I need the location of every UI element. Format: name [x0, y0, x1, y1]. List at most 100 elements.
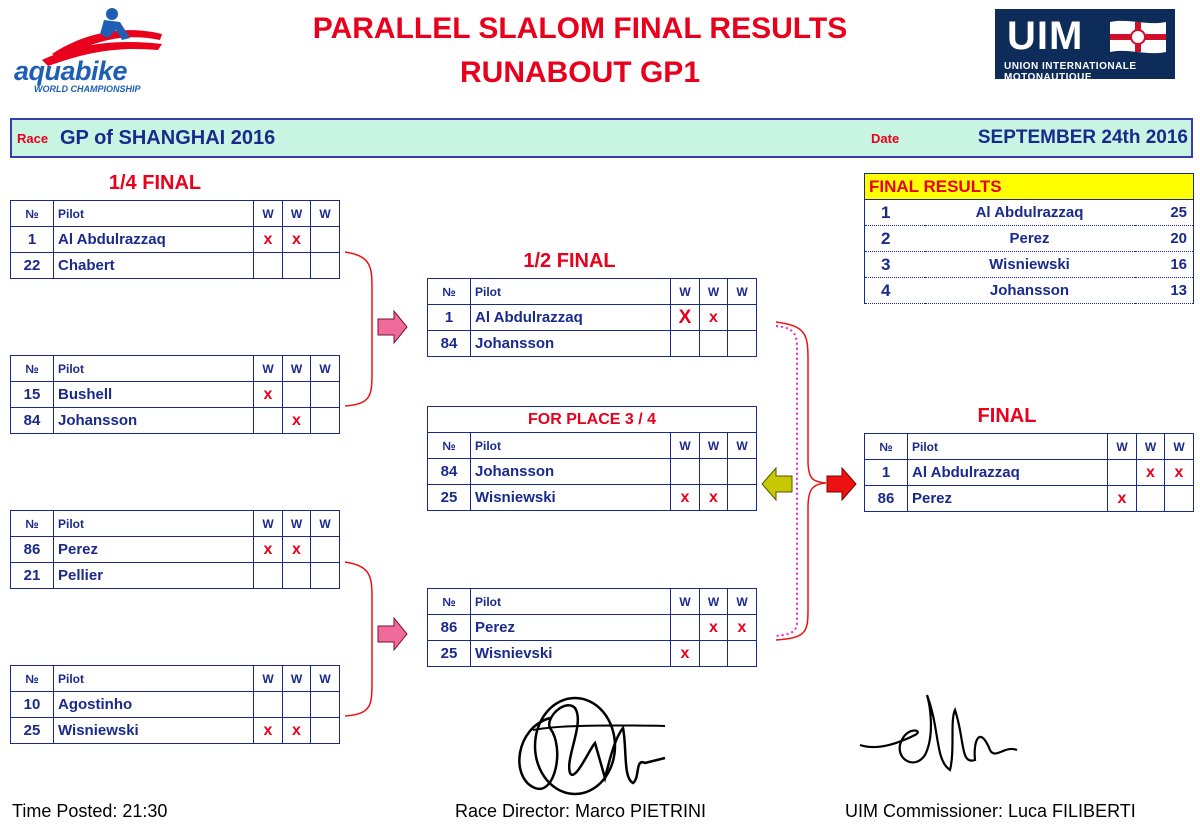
uim-commissioner: UIM Commissioner: Luca FILIBERTI	[845, 801, 1136, 821]
no-header: №	[10, 200, 54, 227]
pilot-number: 84	[427, 330, 471, 357]
race-info-bar	[10, 118, 1193, 158]
pilot-number: 15	[10, 381, 54, 408]
pilot-name: Perez	[470, 614, 671, 641]
win-mark	[253, 407, 283, 434]
pilot-header: Pilot	[470, 588, 671, 615]
table-row: 1 Al Abdulrazzaq x x	[864, 459, 1194, 486]
table-row: 1 Al Abdulrazzaq 25	[864, 199, 1195, 226]
w-header: W	[699, 432, 728, 459]
pilot-number: 84	[10, 407, 54, 434]
w-header: W	[699, 278, 728, 305]
date-label: Date	[871, 131, 900, 146]
win-mark: x	[282, 536, 311, 563]
pilot-header: Pilot	[470, 278, 671, 305]
w-header: W	[1164, 433, 1194, 460]
result-points: 20	[1134, 225, 1195, 252]
pilot-number: 86	[10, 536, 54, 563]
table-row: 3 Wisniewski 16	[864, 251, 1195, 278]
w-header: W	[726, 432, 758, 459]
pilot-number: 25	[427, 484, 471, 511]
page-title: PARALLEL SLALOM FINAL RESULTS	[312, 12, 848, 45]
table-header-row: № Pilot W W W	[10, 355, 340, 382]
win-mark	[727, 330, 757, 357]
win-mark	[253, 562, 283, 589]
no-header: №	[10, 510, 54, 537]
win-mark	[726, 484, 758, 511]
win-mark: x	[1164, 459, 1194, 486]
result-name: Johansson	[924, 277, 1135, 304]
table-row: 86 Perez x x	[427, 614, 757, 641]
win-mark	[310, 407, 340, 434]
table-row: 4 Johansson 13	[864, 277, 1195, 304]
win-mark	[310, 562, 340, 589]
no-header: №	[10, 355, 54, 382]
quarter-final-title: 1/4 FINAL	[108, 172, 202, 194]
win-mark: x	[670, 484, 700, 511]
table-row: 84 Johansson	[427, 330, 757, 357]
win-mark	[282, 252, 311, 279]
win-mark: x	[253, 226, 283, 253]
pilot-number: 21	[10, 562, 54, 589]
pilot-header: Pilot	[53, 665, 254, 692]
pilot-number: 86	[427, 614, 471, 641]
pilot-name: Perez	[907, 485, 1108, 512]
pilot-number: 84	[427, 458, 471, 485]
win-mark	[699, 458, 728, 485]
win-mark	[282, 691, 311, 718]
table-row: 84 Johansson	[427, 458, 758, 485]
pilot-number: 22	[10, 252, 54, 279]
win-mark	[310, 536, 340, 563]
w-header: W	[282, 200, 311, 227]
pilot-name: Perez	[53, 536, 254, 563]
table-row: 25 Wisniewski x x	[427, 484, 758, 511]
pilot-name: Al Abdulrazzaq	[53, 226, 254, 253]
table-row: 1 Al Abdulrazzaq x x	[10, 226, 340, 253]
pilot-name: Pellier	[53, 562, 254, 589]
pilot-name: Chabert	[53, 252, 254, 279]
no-header: №	[864, 433, 908, 460]
w-header: W	[727, 588, 757, 615]
w-header: W	[670, 588, 700, 615]
win-mark	[310, 691, 340, 718]
quarter-heat-table: № Pilot W W W 15 Bushell x 84 Johansson …	[10, 355, 340, 434]
final-table: № Pilot W W W 1 Al Abdulrazzaq x x 86 Pe…	[864, 433, 1194, 512]
w-header: W	[282, 665, 311, 692]
win-mark: x	[282, 717, 311, 744]
w-header: W	[310, 200, 340, 227]
table-row: 84 Johansson x	[10, 407, 340, 434]
race-director-signature	[518, 696, 666, 796]
win-mark	[1107, 459, 1137, 486]
final-results-header: FINAL RESULTS	[863, 173, 1195, 200]
result-rank: 3	[864, 251, 925, 278]
table-header-row: № Pilot W W W	[10, 665, 340, 692]
quarter-heat-table: № Pilot W W W 86 Perez x x 21 Pellier	[10, 510, 340, 589]
no-header: №	[10, 665, 54, 692]
table-header-row: № Pilot W W W	[864, 433, 1194, 460]
w-header: W	[727, 278, 757, 305]
no-header: №	[427, 278, 471, 305]
race-label: Race	[17, 131, 49, 146]
result-rank: 4	[864, 277, 925, 304]
bracket-line-final	[775, 321, 827, 641]
win-mark: x	[253, 536, 283, 563]
pilot-name: Wisniewski	[53, 717, 254, 744]
no-header: №	[427, 432, 471, 459]
w-header: W	[253, 200, 283, 227]
win-mark	[310, 226, 340, 253]
table-header-row: № Pilot W W W	[10, 200, 340, 227]
win-mark	[699, 330, 728, 357]
pilot-name: Bushell	[53, 381, 254, 408]
table-row: 25 Wisniewski x x	[10, 717, 340, 744]
arrow-right-icon	[826, 466, 857, 502]
pilot-number: 25	[10, 717, 54, 744]
result-rank: 2	[864, 225, 925, 252]
w-header: W	[670, 278, 700, 305]
uim-flag-icon	[1108, 18, 1168, 56]
pilot-number: 25	[427, 640, 471, 667]
table-row: 25 Wisnievski x	[427, 640, 757, 667]
pilot-name: Wisniewski	[470, 484, 671, 511]
win-mark	[670, 614, 700, 641]
result-rank: 1	[864, 199, 925, 226]
